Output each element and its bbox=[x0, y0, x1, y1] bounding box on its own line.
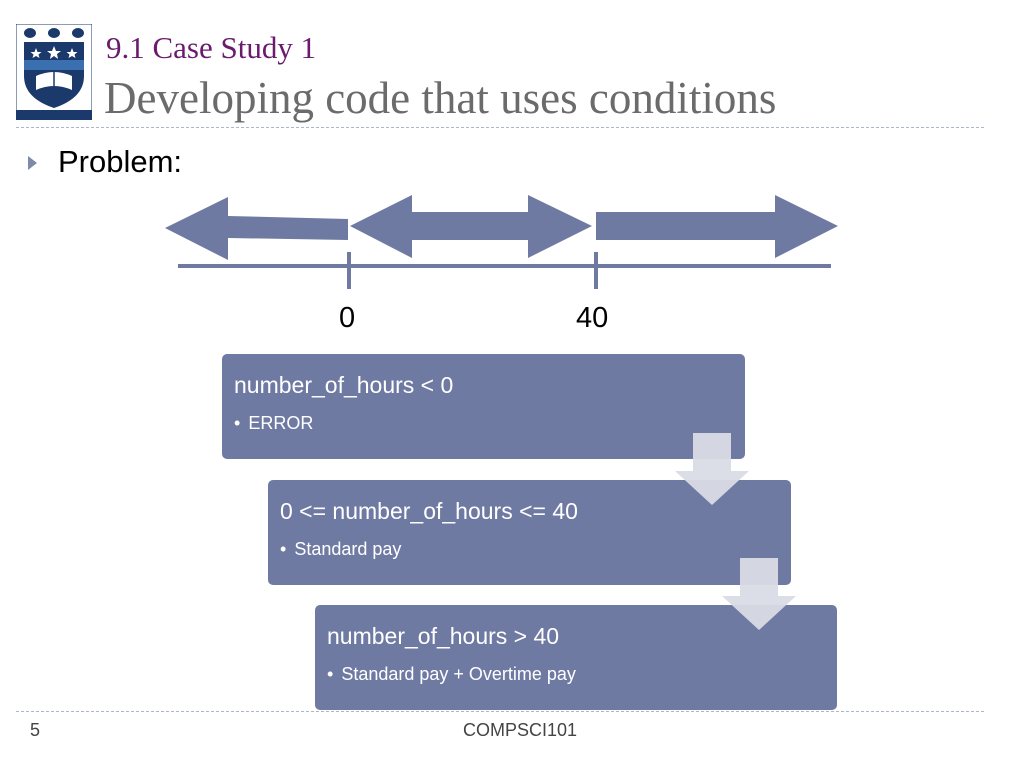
condition-result: •Standard pay + Overtime pay bbox=[327, 664, 576, 684]
condition-text: 0 <= number_of_hours <= 40 bbox=[280, 498, 578, 524]
right-range-arrow bbox=[596, 195, 838, 258]
condition-text: number_of_hours > 40 bbox=[327, 623, 560, 649]
slide-subtitle: 9.1 Case Study 1 bbox=[106, 30, 317, 65]
left-range-arrow bbox=[165, 197, 348, 260]
result-text: Standard pay bbox=[294, 539, 402, 559]
condition-box-negative: number_of_hours < 0 •ERROR bbox=[222, 354, 745, 459]
slide-number: 5 bbox=[30, 720, 41, 740]
header-divider bbox=[16, 127, 984, 128]
middle-range-arrow bbox=[350, 195, 592, 258]
footer-divider bbox=[16, 711, 984, 712]
condition-result: •ERROR bbox=[234, 413, 314, 433]
condition-box-overtime: number_of_hours > 40 •Standard pay + Ove… bbox=[315, 605, 837, 710]
university-logo bbox=[16, 24, 92, 120]
down-arrow-icon bbox=[675, 433, 749, 505]
result-text: Standard pay + Overtime pay bbox=[341, 664, 576, 684]
condition-text: number_of_hours < 0 bbox=[234, 372, 454, 398]
slide-title: Developing code that uses conditions bbox=[104, 73, 777, 123]
condition-box-standard: 0 <= number_of_hours <= 40 •Standard pay bbox=[268, 480, 791, 585]
tick-label-forty: 40 bbox=[576, 302, 609, 334]
down-arrow-icon bbox=[722, 558, 796, 630]
tick-label-zero: 0 bbox=[339, 302, 356, 334]
problem-label: Problem: bbox=[58, 144, 183, 179]
condition-result: •Standard pay bbox=[280, 539, 402, 559]
number-line-diagram bbox=[165, 195, 838, 289]
result-text: ERROR bbox=[248, 413, 314, 433]
course-code: COMPSCI101 bbox=[463, 720, 578, 740]
bullet-arrow-icon bbox=[28, 156, 37, 170]
